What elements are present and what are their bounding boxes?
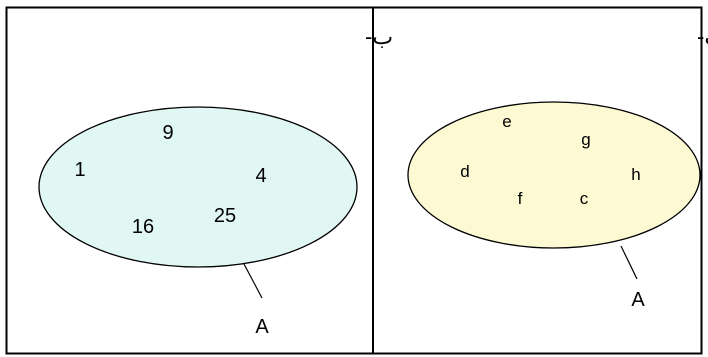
set-a-ellipse-left [38, 106, 358, 268]
element-c: c [580, 189, 589, 208]
element-d: d [460, 162, 469, 181]
element-4: 4 [255, 165, 266, 187]
element-25: 25 [214, 205, 236, 227]
set-a-pointer-left [243, 263, 263, 299]
panel-right-label: الف- [697, 24, 708, 49]
element-1: 1 [74, 159, 85, 181]
element-e: e [502, 112, 511, 131]
set-a-pointer-right [620, 245, 638, 280]
element-f: f [518, 189, 523, 208]
set-a-ellipse-right [407, 101, 701, 249]
panel-left-label: ب- [365, 24, 393, 49]
element-h: h [631, 165, 640, 184]
set-a-label-right: A [631, 289, 645, 311]
element-16: 16 [132, 216, 154, 238]
table-border [5, 6, 703, 355]
panel-right: الف- e g d h f c A [407, 24, 708, 311]
set-a-label-left: A [255, 316, 269, 338]
element-9: 9 [162, 122, 173, 144]
panel-left: ب- 9 1 4 16 25 A [38, 24, 393, 338]
element-g: g [581, 130, 590, 149]
